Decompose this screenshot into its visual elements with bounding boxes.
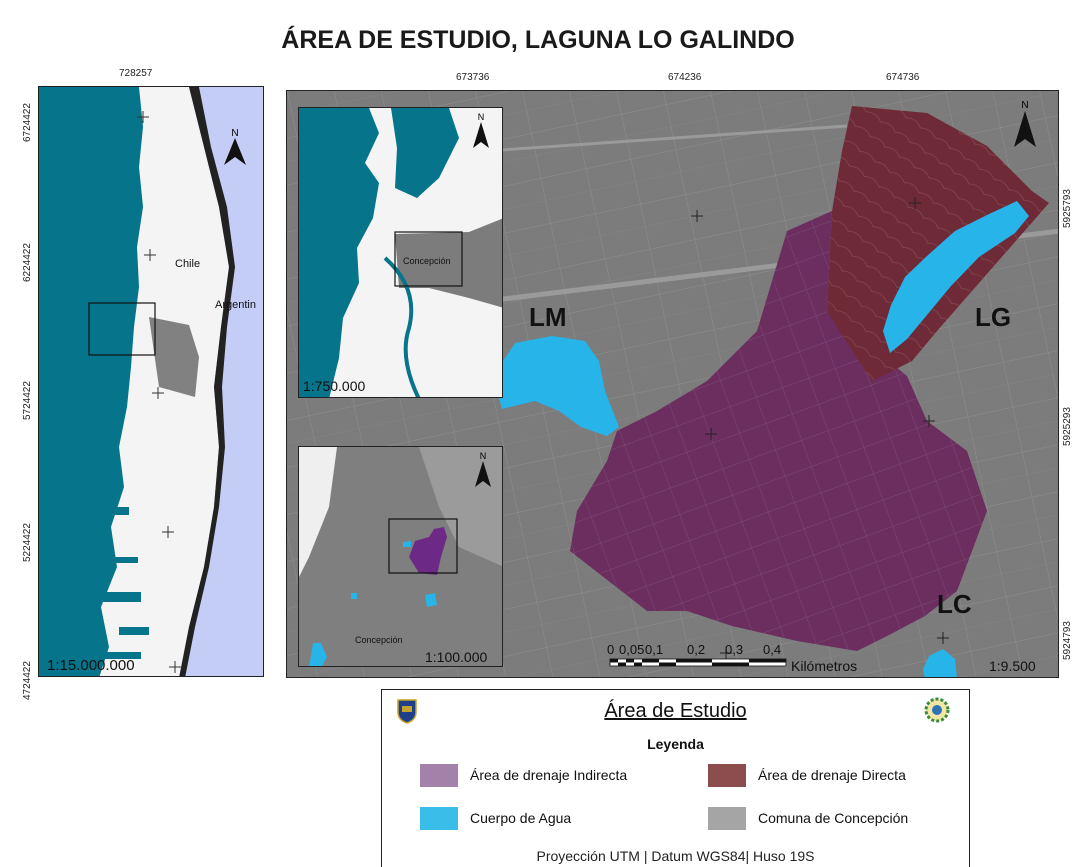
main-top-coord-1: 673736	[456, 72, 490, 83]
inset-extent-box	[394, 231, 463, 287]
north-arrow-inset-bottom: N	[475, 451, 491, 487]
left-side-coord-2: 6224422	[22, 243, 33, 282]
left-side-coord-1: 6724422	[22, 103, 33, 142]
label-chile: Chile	[175, 258, 200, 270]
grid-crosses-main	[691, 197, 949, 659]
map-title: ÁREA DE ESTUDIO, LAGUNA LO GALINDO	[281, 26, 795, 54]
projection-info: Proyección UTM | Datum WGS84| Huso 19S	[536, 848, 815, 864]
scalebar-tick-0: 0	[607, 642, 614, 657]
legend-swatch-indirect	[420, 764, 458, 787]
legend-label-water: Cuerpo de Agua	[470, 810, 572, 826]
inset-top-scale: 1:750.000	[303, 378, 365, 394]
left-side-coord-5: 4724422	[22, 661, 33, 700]
legend-label-direct: Área de drenaje Directa	[758, 767, 906, 783]
faculty-logo	[924, 697, 950, 723]
label-lc: LC	[937, 589, 972, 619]
chile-overview-map[interactable]: N Chile Argentin 1:15.000.000	[38, 86, 264, 677]
andes-shading	[149, 317, 199, 397]
inset-bottom-label: Concepción	[355, 635, 403, 645]
inset-comuna-map[interactable]: N Concepción 1:100.000	[298, 446, 503, 667]
map-legend: Área de Estudio Leyenda Área de drenaje …	[381, 689, 970, 867]
main-top-coord-3: 674736	[886, 72, 920, 83]
legend-title: Área de Estudio	[604, 700, 747, 722]
southern-fjords	[99, 507, 149, 659]
label-lm: LM	[529, 302, 567, 332]
inset-region-map[interactable]: N Concepción 1:750.000	[298, 107, 503, 398]
grid-crosses	[137, 111, 181, 673]
major-road-2	[486, 124, 848, 153]
indirect-streets-overlay	[570, 211, 987, 651]
university-logo	[397, 699, 417, 724]
left-top-coord: 728257	[119, 68, 153, 79]
legend-label-indirect: Área de drenaje Indirecta	[470, 767, 628, 783]
left-side-coord-3: 5724422	[22, 381, 33, 420]
direct-contours-overlay	[827, 106, 1049, 381]
study-area-extent-box	[88, 302, 156, 356]
inset-comuna-svg: N Concepción 1:100.000	[299, 447, 502, 666]
inset-drainage-area	[409, 527, 447, 575]
label-argentina: Argentin	[215, 299, 256, 311]
inset-water-c	[351, 593, 357, 599]
main-map-scale: 1:9.500	[989, 658, 1036, 674]
inset-water-a	[403, 541, 411, 547]
laguna-lo-custodio	[923, 649, 957, 677]
inset-bay	[391, 108, 459, 198]
inset-white-area	[299, 447, 337, 577]
scalebar-unit: Kilómetros	[791, 658, 857, 674]
inset-ocean	[299, 108, 379, 397]
label-lg: LG	[975, 302, 1011, 332]
north-arrow-inset-top: N	[473, 112, 489, 148]
main-right-coord-3: 5924793	[1062, 621, 1073, 660]
north-arrow-left: N	[224, 128, 246, 165]
main-study-map[interactable]: N LM LG LC 0 0,05 0,1 0,2 0,3 0,4 Kilóme…	[286, 90, 1059, 678]
laguna-lo-mendez	[497, 336, 619, 436]
main-top-coord-2: 674236	[668, 72, 702, 83]
inset-water-d	[309, 643, 327, 666]
inset-comuna	[395, 218, 502, 308]
scalebar-tick-4: 0,3	[725, 642, 743, 657]
inset-bottom-scale: 1:100.000	[425, 649, 487, 665]
legend-swatch-water	[420, 807, 458, 830]
legend-label-comuna: Comuna de Concepción	[758, 810, 909, 826]
north-arrow-main: N	[1014, 100, 1036, 147]
scalebar-tick-1: 0,05	[619, 642, 644, 657]
main-right-coord-2: 5925293	[1062, 407, 1073, 446]
inset-region-svg: N Concepción 1:750.000	[299, 108, 502, 397]
svg-text:N: N	[231, 128, 238, 139]
scalebar-tick-3: 0,2	[687, 642, 705, 657]
main-right-coord-1: 5925793	[1062, 189, 1073, 228]
legend-swatch-direct	[708, 764, 746, 787]
chile-overview-svg: N Chile Argentin 1:15.000.000	[39, 87, 263, 676]
left-side-coord-4: 5224422	[22, 523, 33, 562]
left-map-scale: 1:15.000.000	[47, 657, 135, 674]
scale-bar	[609, 658, 787, 667]
inset-river	[383, 256, 421, 397]
inset-bottom-extent-box	[388, 518, 458, 574]
svg-text:N: N	[1021, 100, 1028, 111]
scalebar-tick-5: 0,4	[763, 642, 781, 657]
legend-subtitle: Leyenda	[647, 736, 704, 752]
andes-ridge	[179, 87, 235, 676]
laguna-lo-galindo	[883, 201, 1029, 353]
svg-text:N: N	[478, 112, 485, 122]
inset-top-label: Concepción	[403, 256, 451, 266]
svg-text:N: N	[480, 451, 487, 461]
legend-swatch-comuna	[708, 807, 746, 830]
scalebar-tick-2: 0,1	[645, 642, 663, 657]
inset-water-b	[425, 593, 437, 607]
